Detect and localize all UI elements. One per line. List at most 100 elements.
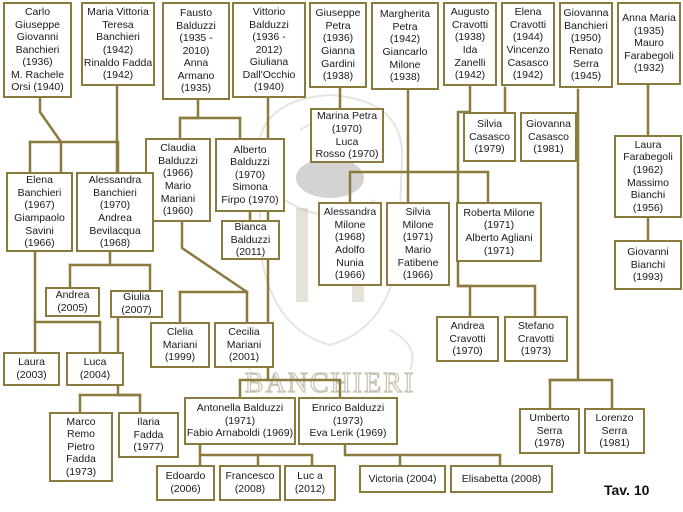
person-line: (1942) [454,69,486,82]
person-line: Silvia [405,206,431,219]
person-line: Lorenzo [595,412,634,425]
person-line: Fadda [133,428,164,441]
person-line: Gardini [321,57,355,70]
person-line: Ilaria [137,416,160,429]
person-line: Casasco [507,56,549,69]
person-line: (1977) [133,441,164,454]
person-line: (1978) [534,437,565,450]
person-line: (1968) [99,237,131,250]
person-line: (2008) [234,483,266,495]
person-line: (2001) [228,351,260,364]
person-line: (1973) [65,465,97,478]
person-line: (1971) [224,414,256,427]
person-line: Alessandra [88,174,142,187]
person-line: Adolfo [335,244,365,256]
person-line: (1940) [253,81,285,94]
person-line: Ida [462,44,478,56]
person-line: (1968) [334,231,366,244]
person-line: (1936 - [252,31,286,44]
person-line: Marina Petra [316,110,378,123]
person-line: Giovanna [526,118,571,131]
person-line: Eva Lerik (1969) [309,427,387,440]
person-line: Rinaldo Fadda [83,56,153,69]
person-line: Vincenzo [506,44,550,56]
person-box-p33: Enrico Balduzzi(1973)Eva Lerik (1969) [298,397,398,445]
person-line: (1966) [162,167,194,180]
person-line: (2012) [294,483,326,495]
person-line: (1932) [633,62,665,75]
person-line: Laura [634,138,662,151]
person-line: Savini [25,224,54,237]
person-line: (1935 - [179,32,213,45]
person-line: Bianca [234,221,267,234]
person-line: Banchieri [15,43,60,56]
person-line: Laura [18,356,45,369]
person-line: Milone [402,218,434,231]
person-line: Cravotti [451,18,489,31]
person-line: (1971) [483,219,515,232]
person-line: Zanelli [454,56,486,69]
person-line: (1936) [322,32,354,45]
person-box-p25: Giulia(2007) [110,290,163,318]
person-line: (2006) [170,483,201,495]
person-line: Bianchi [630,258,666,271]
person-line: Armano [177,69,215,82]
person-line: (1970) [99,199,131,212]
person-line: Banchieri [93,186,137,199]
person-line: Gianna [321,45,355,57]
person-box-p39: Francesco(2008) [219,465,281,501]
person-line: Giuseppe [315,7,361,20]
person-line: Petra [325,19,351,32]
person-line: Rosso (1970) [315,148,379,161]
person-line: Fatibene [397,256,439,269]
person-line: Cravotti [509,18,547,31]
person-line: Giampaolo [14,212,65,224]
watermark-label: BANCHIERI [245,368,415,399]
person-line: Casasco [528,130,569,143]
person-line: (1938) [389,71,421,84]
person-line: Margherita [379,8,431,21]
person-line: Serra [536,424,563,437]
person-line: (1942) [389,33,421,46]
person-line: Silvia [476,118,503,131]
person-line: Stefano [517,320,555,333]
person-line: Nunia [336,256,364,269]
person-line: Petra [392,20,418,33]
person-line: (1935) [633,24,665,37]
person-line: Andrea [55,289,90,302]
person-line: (1979) [474,143,505,156]
person-line: Banchieri [564,19,608,32]
person-line: Banchieri [17,186,62,199]
person-line: Victoria (2004) [368,472,437,485]
person-line: Fabio Arnaboldi (1969) [186,427,294,440]
person-line: Antonella Balduzzi [196,402,284,415]
person-line: (1971) [402,231,434,244]
person-box-p41: Victoria (2004) [359,465,446,493]
person-line: (1938) [322,70,354,83]
person-line: M. Rachele [10,68,65,81]
person-box-p42: Elisabetta (2008) [450,465,553,493]
person-line: Francesco [225,470,275,483]
person-line: Alessandra [323,206,377,219]
person-line: (1981) [533,143,564,156]
person-line: Casasco [469,130,510,143]
person-line: Bianchi [630,189,666,202]
person-line: Farabegoli [624,49,674,62]
person-line: (1956) [632,201,664,214]
